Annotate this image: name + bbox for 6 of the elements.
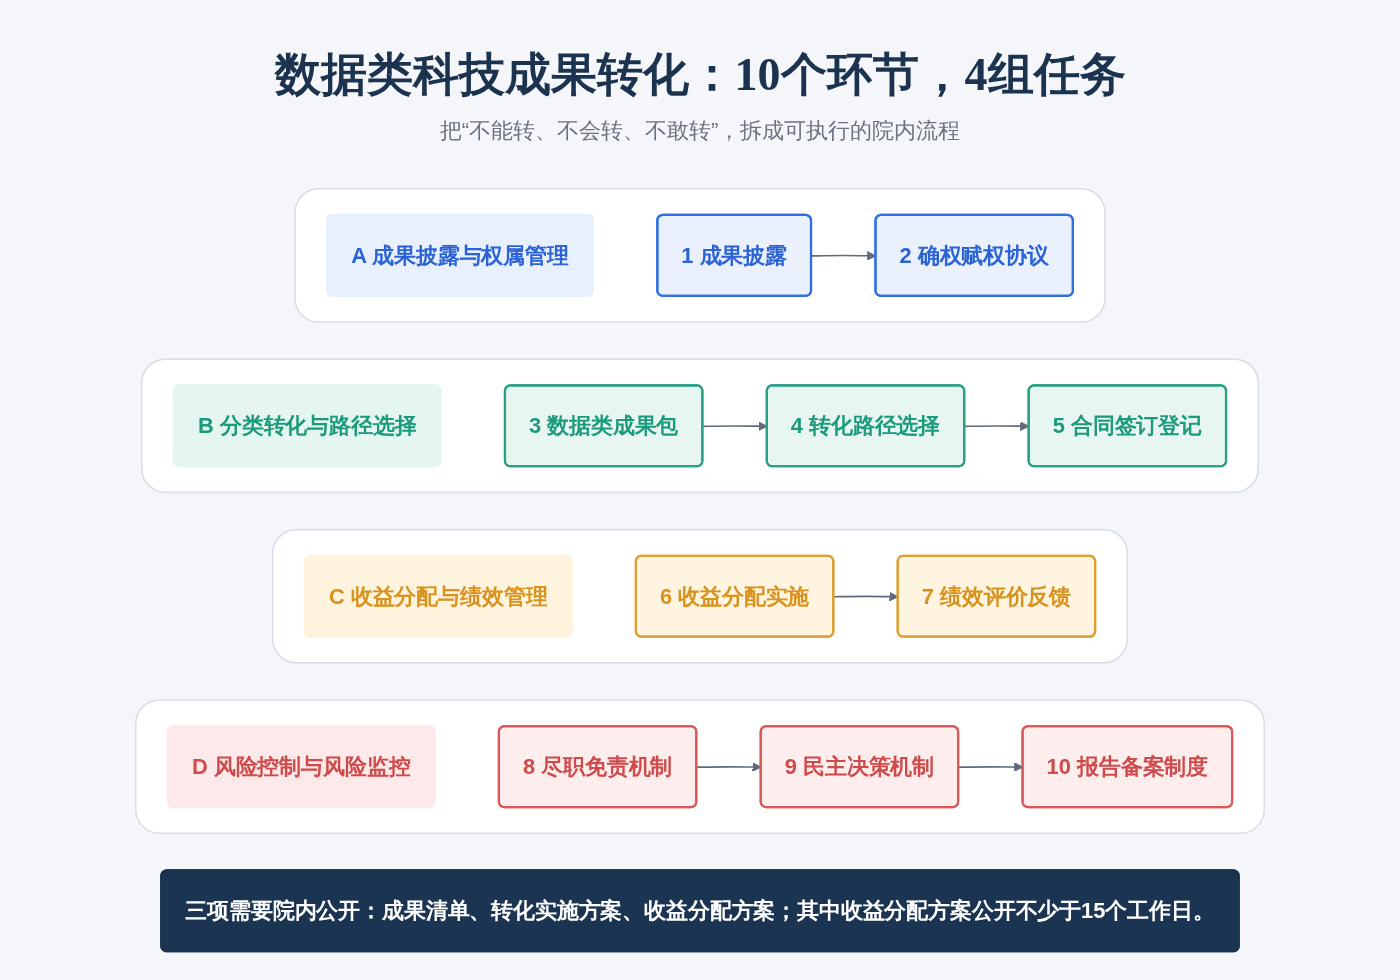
cluster [134,699,1266,835]
subtitle: 把“不能转、不会转、不敢转”，拆成可执行的院内流程 [439,117,961,145]
cluster [294,187,1106,323]
cluster [140,358,1260,494]
title: 数据类科技成果转化：10个环节，4组任务 [274,48,1126,102]
cluster [271,528,1129,664]
